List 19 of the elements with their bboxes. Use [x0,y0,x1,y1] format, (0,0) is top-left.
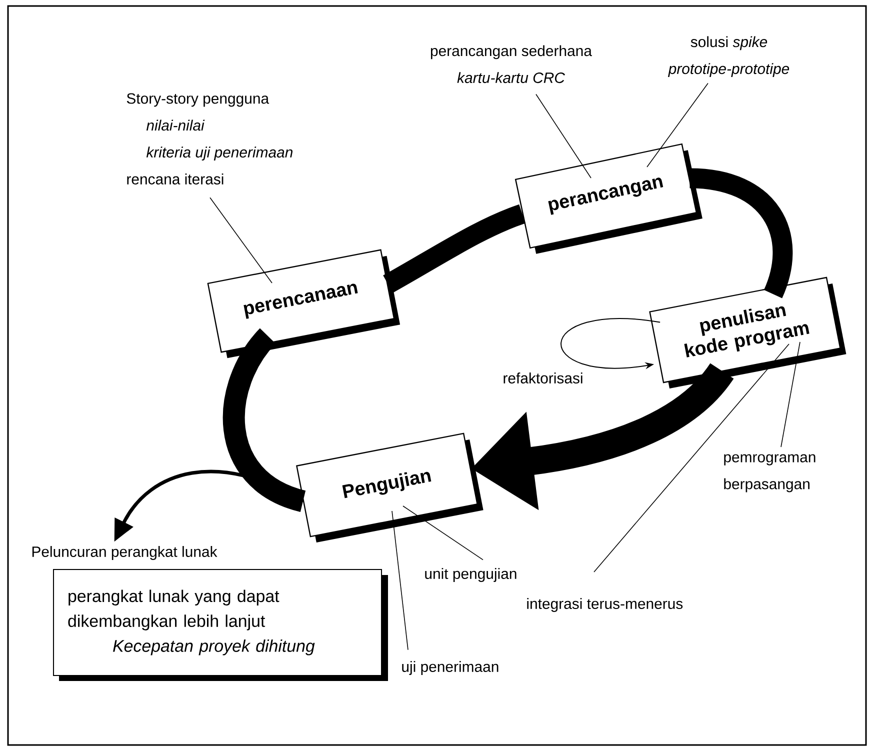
annotation-text: pemrograman berpasangan [724,454,816,492]
annotation-text: uji penerimaan [402,661,498,675]
leader-line [536,94,592,178]
annotation-text: perancangan sederhana kartu-kartu CRC [430,45,592,84]
text-box: perangkat lunak yang dapat dikembangkan lebih lanjut Kecepatan proyek dihitung [53,569,388,681]
annotation-text: solusi spike prototipe-prototipe [668,36,790,78]
label-box: Pengujian [296,432,484,543]
leader-line [780,342,800,448]
leader-line [210,197,272,284]
edge-label: refaktorisasi [502,372,584,384]
annotation-text: unit pengujian [425,568,516,582]
annotation-text: integrasi terus-menerus [527,598,683,612]
leader-line [402,506,484,560]
heading-text: Peluncuran perangkat lunak [32,546,218,560]
leader-line [646,82,708,168]
label-box: penulisan kode program [649,276,846,388]
leader-line [594,344,790,572]
leader-line [392,510,408,650]
annotation-text: Story-story pengguna nilai-nilai kriteria uji penerimaan rencana iterasi [126,93,292,184]
